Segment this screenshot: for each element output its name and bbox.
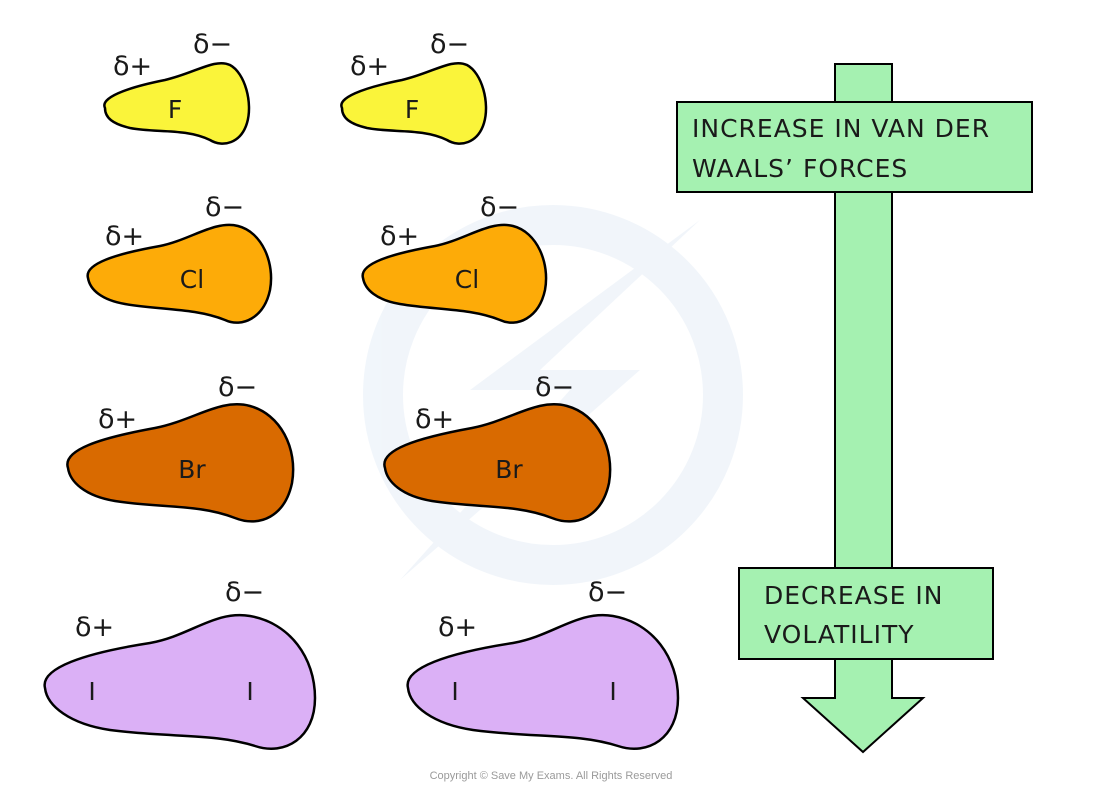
atom-label: I xyxy=(246,677,253,706)
i-molecule-right: I I δ+ δ− xyxy=(406,577,680,750)
i-molecule-shape xyxy=(406,613,680,750)
delta-minus-label: δ− xyxy=(588,577,627,608)
molecule-row-br: Br δ+ δ− Br δ+ δ− xyxy=(66,372,612,523)
br-molecule-right: Br δ+ δ− xyxy=(383,372,612,523)
trend-arrow: INCREASE IN VAN DER WAALS’ FORCES DECREA… xyxy=(676,63,1033,754)
molecule-row-i: I I δ+ δ− I I δ+ δ− xyxy=(43,577,680,750)
atom-label: F xyxy=(405,95,419,124)
delta-minus-label: δ− xyxy=(430,29,469,60)
decrease-box: DECREASE IN VOLATILITY xyxy=(738,567,994,660)
watermark-logo xyxy=(363,205,743,585)
delta-plus-label: δ+ xyxy=(380,221,419,252)
f-molecule-shape xyxy=(103,62,251,145)
atom-label: Br xyxy=(495,455,523,484)
br-molecule-shape xyxy=(66,403,295,523)
atom-label: I xyxy=(451,677,458,706)
cl-molecule-shape xyxy=(86,223,273,324)
molecule-row-cl: Cl δ+ δ− Cl δ+ δ− xyxy=(86,192,548,324)
delta-minus-label: δ− xyxy=(205,192,244,223)
delta-minus-label: δ− xyxy=(535,372,574,403)
delta-minus-label: δ− xyxy=(193,29,232,60)
decrease-box-line-2: VOLATILITY xyxy=(764,620,915,649)
delta-plus-label: δ+ xyxy=(105,221,144,252)
increase-box-line-1: INCREASE IN VAN DER xyxy=(692,114,990,143)
delta-minus-label: δ− xyxy=(218,372,257,403)
delta-minus-label: δ− xyxy=(225,577,264,608)
f-molecule-right: F δ+ δ− xyxy=(340,29,488,145)
atom-label: I xyxy=(609,677,616,706)
cl-molecule-left: Cl δ+ δ− xyxy=(86,192,273,324)
cl-molecule-right: Cl δ+ δ− xyxy=(361,192,548,324)
decrease-box-line-1: DECREASE IN xyxy=(764,581,943,610)
copyright-text: Copyright © Save My Exams. All Rights Re… xyxy=(430,770,673,782)
f-molecule-shape xyxy=(340,62,488,145)
atom-label: Br xyxy=(178,455,206,484)
increase-box-line-2: WAALS’ FORCES xyxy=(692,154,908,183)
delta-plus-label: δ+ xyxy=(98,404,137,435)
delta-minus-label: δ− xyxy=(480,192,519,223)
atom-label: Cl xyxy=(180,265,204,294)
increase-box: INCREASE IN VAN DER WAALS’ FORCES xyxy=(676,101,1033,193)
atom-label: F xyxy=(168,95,182,124)
delta-plus-label: δ+ xyxy=(438,612,477,643)
delta-plus-label: δ+ xyxy=(415,404,454,435)
molecule-row-f: F δ+ δ− F δ+ δ− xyxy=(103,29,488,145)
i-molecule-left: I I δ+ δ− xyxy=(43,577,317,750)
br-molecule-shape xyxy=(383,403,612,523)
atom-label: I xyxy=(88,677,95,706)
delta-plus-label: δ+ xyxy=(113,51,152,82)
atom-label: Cl xyxy=(455,265,479,294)
cl-molecule-shape xyxy=(361,223,548,324)
delta-plus-label: δ+ xyxy=(75,612,114,643)
i-molecule-shape xyxy=(43,613,317,750)
br-molecule-left: Br δ+ δ− xyxy=(66,372,295,523)
delta-plus-label: δ+ xyxy=(350,51,389,82)
f-molecule-left: F δ+ δ− xyxy=(103,29,251,145)
